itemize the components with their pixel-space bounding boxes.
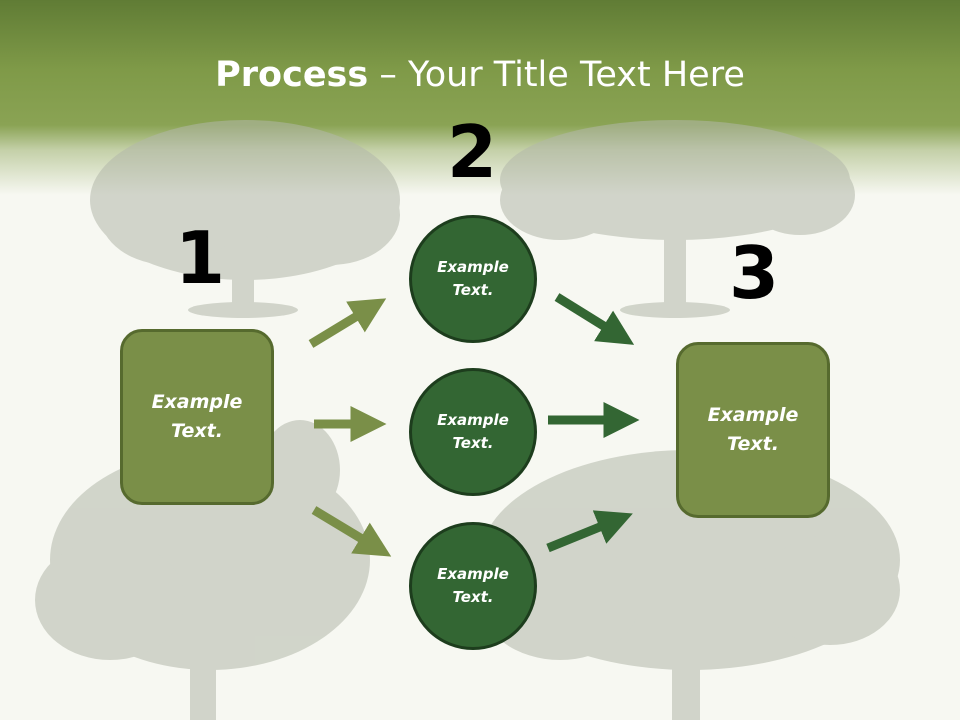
process-box-right: Example Text. (676, 342, 830, 518)
page-title: Process – Your Title Text Here (0, 52, 960, 98)
title-bold: Process (215, 55, 369, 95)
step-number-3: 3 (728, 231, 780, 315)
arrow-bottom-to-right (546, 510, 633, 553)
process-box-left-text: Example Text. (151, 391, 243, 442)
process-circle-middle: Example Text. (409, 368, 537, 496)
tree-top-right (500, 120, 855, 318)
step-number-1: 1 (174, 216, 226, 300)
tree-bottom-left (35, 420, 370, 720)
title-rest: – Your Title Text Here (368, 55, 745, 95)
step-number-2: 2 (446, 110, 498, 194)
process-circle-bottom-text: Example Text. (437, 565, 509, 606)
process-circle-bottom: Example Text. (409, 522, 537, 650)
tree-top-left (90, 120, 400, 318)
process-box-left: Example Text. (120, 329, 274, 505)
process-circle-top-text: Example Text. (437, 258, 509, 299)
arrow-left-to-top (308, 298, 387, 348)
process-circle-top: Example Text. (409, 215, 537, 343)
arrow-top-to-right (554, 293, 635, 345)
process-circle-middle-text: Example Text. (437, 411, 509, 452)
process-box-right-text: Example Text. (707, 404, 799, 455)
arrow-left-to-bottom (311, 506, 392, 557)
